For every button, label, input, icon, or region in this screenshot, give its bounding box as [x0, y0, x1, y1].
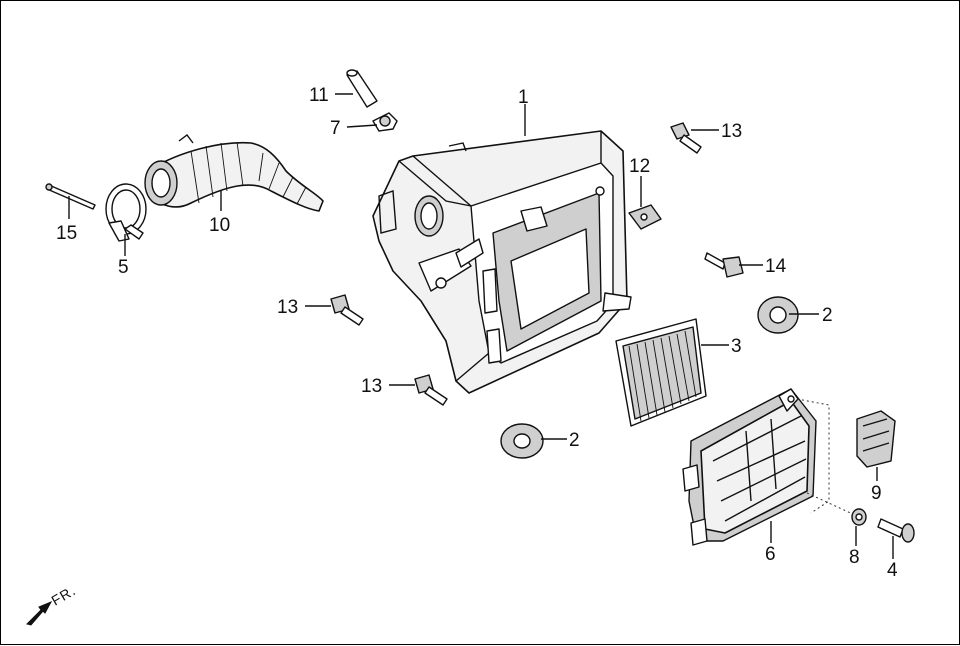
callout-13-low: 13 — [361, 376, 382, 397]
grommet-upper — [757, 296, 799, 334]
washer-8 — [851, 508, 867, 526]
callout-1: 1 — [518, 87, 529, 108]
callouts: 1 2 2 3 4 5 6 7 8 9 10 11 12 13 13 13 14… — [56, 85, 898, 581]
callout-3: 3 — [731, 336, 742, 357]
hose-clamp — [105, 183, 147, 242]
bolt-13-mid — [330, 294, 364, 326]
callout-9: 9 — [871, 483, 882, 504]
front-direction-label: FR. — [49, 582, 79, 609]
callout-5: 5 — [118, 257, 129, 278]
air-filter-element — [615, 318, 707, 427]
callout-8: 8 — [849, 547, 860, 568]
pin-15 — [45, 183, 96, 210]
callout-4: 4 — [887, 560, 898, 581]
connecting-tube — [144, 134, 324, 212]
front-direction-indicator: FR. — [26, 582, 79, 626]
callout-7: 7 — [330, 118, 341, 139]
callout-10: 10 — [209, 215, 230, 236]
grommet-lower — [500, 423, 544, 459]
callout-15: 15 — [56, 223, 77, 244]
screw-14 — [704, 252, 744, 278]
breather-tube — [346, 69, 378, 108]
bolt-13-top — [670, 122, 702, 154]
callout-2-upper: 2 — [822, 305, 833, 326]
air-cleaner-cover — [682, 388, 817, 546]
callout-11: 11 — [309, 85, 329, 106]
leader-lines — [68, 93, 894, 559]
clip-nut-12 — [628, 204, 662, 230]
callout-12: 12 — [629, 156, 650, 177]
bolt-4 — [877, 518, 915, 543]
rubber-seal-9 — [856, 410, 896, 468]
callout-2-lower: 2 — [569, 430, 580, 451]
callout-6: 6 — [765, 544, 776, 565]
hose-clip-7 — [372, 112, 398, 132]
front-direction-arrow-icon — [26, 600, 53, 626]
callout-13-top: 13 — [721, 121, 742, 142]
bolt-13-low — [414, 374, 448, 406]
callout-13-mid: 13 — [277, 297, 298, 318]
air-cleaner-case — [372, 130, 632, 394]
callout-14: 14 — [765, 256, 787, 277]
